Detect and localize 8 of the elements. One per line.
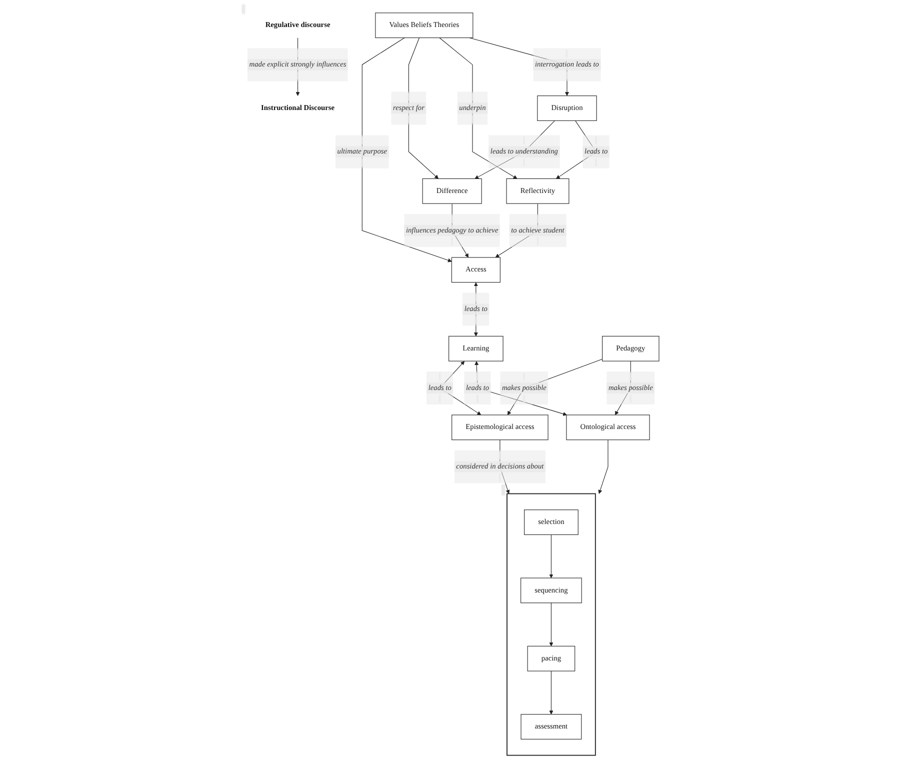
arrow	[549, 602, 554, 646]
arrow	[439, 38, 518, 179]
arrow	[474, 361, 568, 416]
arrow	[598, 440, 608, 494]
cluster	[506, 493, 596, 756]
arrow	[549, 670, 554, 714]
arrow	[549, 534, 554, 578]
arrow	[500, 440, 510, 494]
